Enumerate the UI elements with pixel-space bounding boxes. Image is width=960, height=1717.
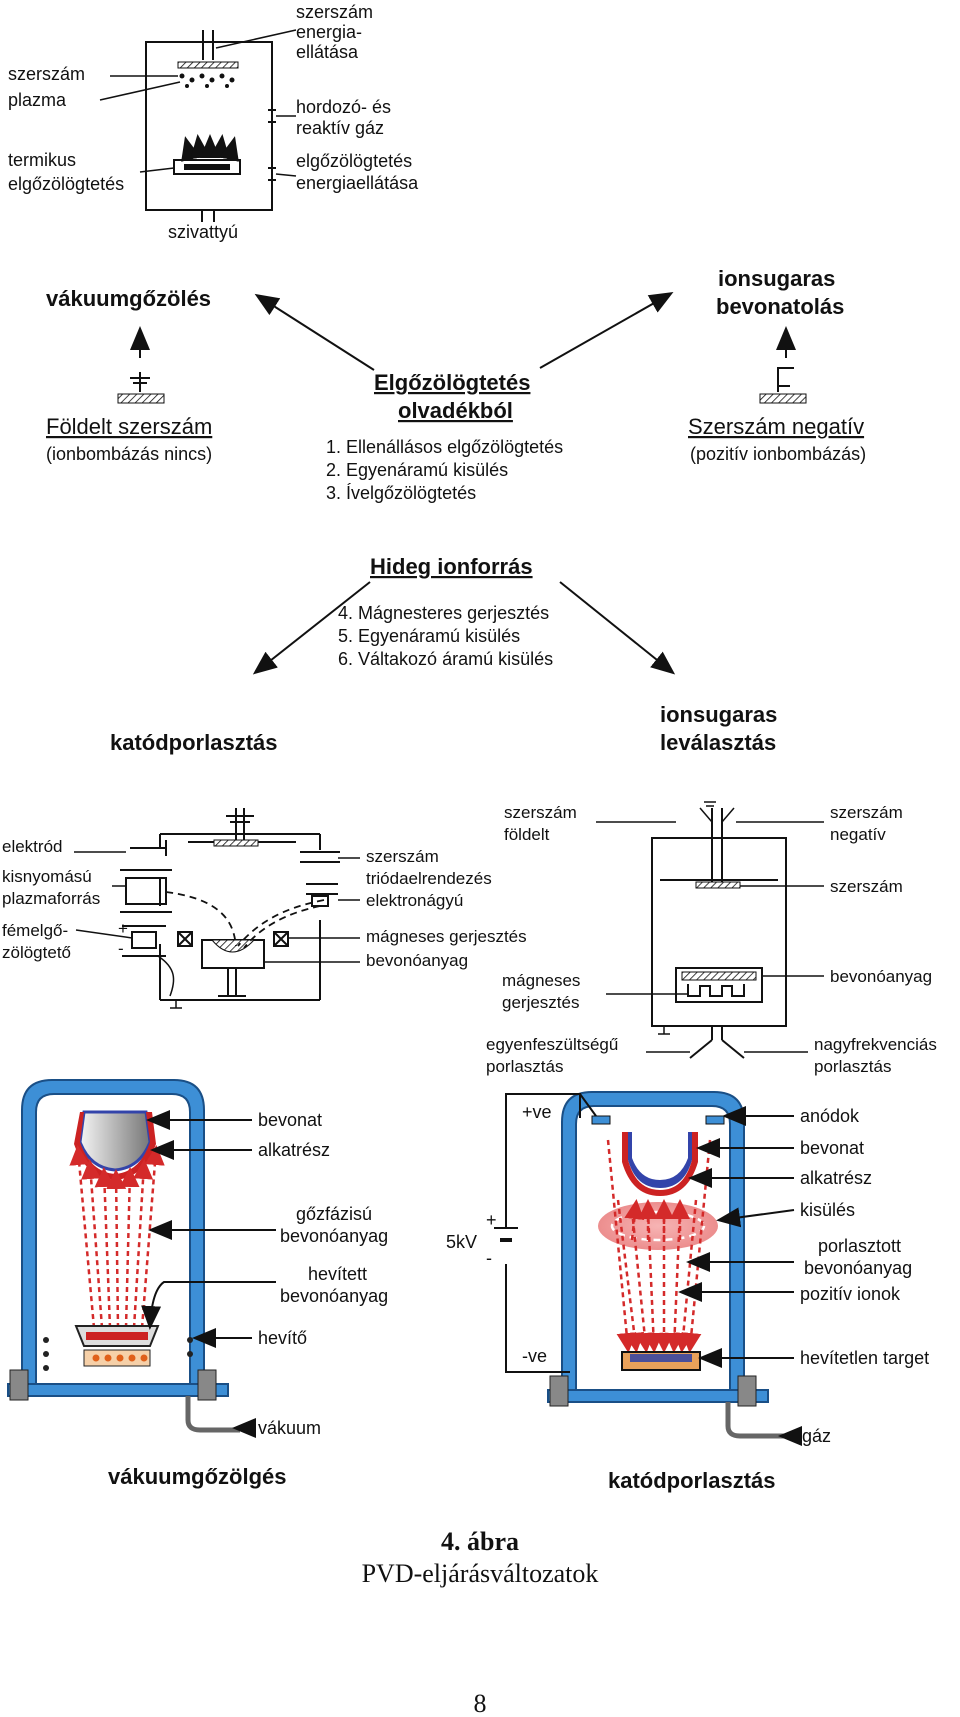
label-tool-grounded-2: földelt bbox=[504, 825, 550, 844]
label-bl-coating: bevonat bbox=[258, 1110, 322, 1130]
label-rf-sputtering-2: porlasztás bbox=[814, 1057, 891, 1076]
label-ml-coating-material: bevonóanyag bbox=[366, 951, 468, 970]
label-pump: szivattyú bbox=[168, 222, 238, 242]
label-vapor-phase-2: bevonóanyag bbox=[280, 1226, 388, 1246]
label-ml-tool: szerszám bbox=[366, 847, 439, 866]
label-evap-energy-2: energiaellátása bbox=[296, 173, 419, 193]
label-carrier-gas-1: hordozó- és bbox=[296, 97, 391, 117]
bl-title: vákuumgőzölgés bbox=[108, 1464, 286, 1489]
ion-beam-deposition-heading-1: ionsugaras bbox=[660, 702, 777, 727]
label-gas: gáz bbox=[802, 1426, 831, 1446]
label-br-minus: - bbox=[486, 1248, 492, 1268]
top-chamber-schematic bbox=[99, 29, 297, 222]
label-plus-ve: +ve bbox=[522, 1102, 552, 1122]
label-thermal-evap-1: termikus bbox=[8, 150, 76, 170]
label-br-coating: bevonat bbox=[800, 1138, 864, 1158]
label-tool: szerszám bbox=[8, 64, 85, 84]
label-vapor-phase-1: gőzfázisú bbox=[296, 1204, 372, 1224]
melt-evap-item-3: 3. Ívelgőzölögtetés bbox=[326, 483, 476, 503]
melt-evap-item-1: 1. Ellenállásos elgőzölögtetés bbox=[326, 437, 563, 457]
label-anodes: anódok bbox=[800, 1106, 860, 1126]
label-rf-sputtering-1: nagyfrekvenciás bbox=[814, 1035, 937, 1054]
label-br-part: alkatrész bbox=[800, 1168, 872, 1188]
melt-evap-item-2: 2. Egyenáramú kisülés bbox=[326, 460, 508, 480]
figure-title: PVD-eljárásváltozatok bbox=[362, 1559, 599, 1588]
label-tool-energy-3: ellátása bbox=[296, 42, 359, 62]
cold-ion-item-3: 6. Váltakozó áramú kisülés bbox=[338, 649, 553, 669]
negative-tool-symbol bbox=[759, 367, 807, 404]
label-heated-2: bevonóanyag bbox=[280, 1286, 388, 1306]
arrow-to-vacuum-evap bbox=[254, 293, 375, 371]
label-tool-energy-1: szerszám bbox=[296, 2, 373, 22]
label-ml-magnetic-excitation: mágneses gerjesztés bbox=[366, 927, 527, 946]
ml-minus-sign: - bbox=[118, 939, 124, 958]
label-lowpressure-plasma-2: plazmaforrás bbox=[2, 889, 100, 908]
br-title: katódporlasztás bbox=[608, 1468, 776, 1493]
label-dc-sputtering-1: egyenfeszültségű bbox=[486, 1035, 618, 1054]
label-carrier-gas-2: reaktív gáz bbox=[296, 118, 384, 138]
label-lowpressure-plasma-1: kisnyomású bbox=[2, 867, 92, 886]
grounded-tool-note: (ionbombázás nincs) bbox=[46, 444, 212, 464]
label-mr-magnetic-1: mágneses bbox=[502, 971, 580, 990]
label-discharge: kisülés bbox=[800, 1200, 855, 1220]
label-heated-1: hevített bbox=[308, 1264, 367, 1284]
label-evap-energy-1: elgőzölögtetés bbox=[296, 151, 412, 171]
label-vacuum: vákuum bbox=[258, 1418, 321, 1438]
grounded-tool-symbol bbox=[117, 372, 165, 404]
label-minus-ve: -ve bbox=[522, 1346, 547, 1366]
label-unheated-target: hevítetlen target bbox=[800, 1348, 929, 1368]
label-mr-coating-material: bevonóanyag bbox=[830, 967, 932, 986]
cold-ion-title: Hideg ionforrás bbox=[370, 554, 533, 579]
melt-evap-title-1: Elgőzölögtetés bbox=[374, 370, 530, 395]
ion-beam-coating-heading-2: bevonatolás bbox=[716, 294, 844, 319]
label-metal-evaporator-2: zölögtető bbox=[2, 943, 71, 962]
label-metal-evaporator-1: fémelgő- bbox=[2, 921, 68, 940]
cathode-sputtering-heading: katódporlasztás bbox=[110, 730, 278, 755]
label-bl-part: alkatrész bbox=[258, 1140, 330, 1160]
label-tool-grounded-1: szerszám bbox=[504, 803, 577, 822]
ion-beam-coating-heading-1: ionsugaras bbox=[718, 266, 835, 291]
label-tool-energy-2: energia- bbox=[296, 22, 362, 42]
negative-tool-note: (pozitív ionbombázás) bbox=[690, 444, 866, 464]
label-tool-negative-2: negatív bbox=[830, 825, 886, 844]
label-mr-magnetic-2: gerjesztés bbox=[502, 993, 579, 1012]
cathode-sputtering-illustration bbox=[494, 1091, 802, 1446]
melt-evap-title-2: olvadékból bbox=[398, 398, 513, 423]
ml-plus-sign: + bbox=[118, 919, 128, 938]
grounded-tool-label: Földelt szerszám bbox=[46, 414, 212, 439]
label-sputtered-1: porlasztott bbox=[818, 1236, 901, 1256]
cold-ion-item-1: 4. Mágnesteres gerjesztés bbox=[338, 603, 549, 623]
vacuum-evaporation-illustration bbox=[7, 1079, 276, 1438]
label-voltage: 5kV bbox=[446, 1232, 477, 1252]
triode-schematic bbox=[74, 808, 360, 1009]
arrow-to-ion-beam-coating bbox=[539, 292, 674, 369]
label-heater: hevítő bbox=[258, 1328, 307, 1348]
label-electron-gun: elektronágyú bbox=[366, 891, 463, 910]
arrow-to-cathode-sputtering bbox=[252, 581, 371, 675]
ion-beam-deposition-heading-2: leválasztás bbox=[660, 730, 776, 755]
label-thermal-evap-2: elgőzölögtetés bbox=[8, 174, 124, 194]
label-mr-tool: szerszám bbox=[830, 877, 903, 896]
label-dc-sputtering-2: porlasztás bbox=[486, 1057, 563, 1076]
cold-ion-item-2: 5. Egyenáramú kisülés bbox=[338, 626, 520, 646]
label-positive-ions: pozitív ionok bbox=[800, 1284, 901, 1304]
vacuum-evap-heading: vákuumgőzölés bbox=[46, 286, 211, 311]
arrow-to-ion-beam-deposition bbox=[559, 581, 676, 675]
figure-number: 4. ábra bbox=[441, 1527, 519, 1556]
label-electrode: elektród bbox=[2, 837, 62, 856]
label-triode: triódaelrendezés bbox=[366, 869, 492, 888]
label-tool-negative-1: szerszám bbox=[830, 803, 903, 822]
ion-beam-schematic bbox=[596, 801, 824, 1059]
negative-tool-label: Szerszám negatív bbox=[688, 414, 864, 439]
label-plasma: plazma bbox=[8, 90, 67, 110]
label-sputtered-2: bevonóanyag bbox=[804, 1258, 912, 1278]
page-number: 8 bbox=[474, 1689, 487, 1717]
label-br-plus: + bbox=[486, 1210, 497, 1230]
